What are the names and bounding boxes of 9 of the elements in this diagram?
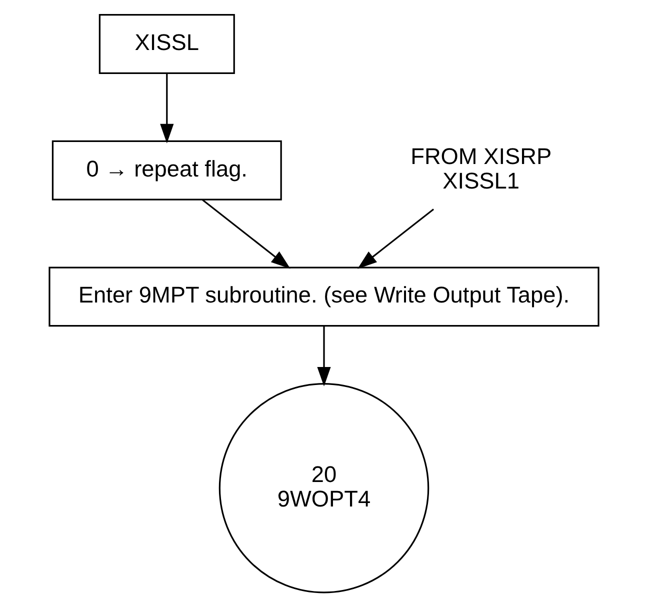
arrow bbox=[358, 208, 434, 269]
node-text: FROM XISRP XISSL1 bbox=[410, 143, 552, 194]
node-box: Enter 9MPT subroutine. (see Write Output Tape). bbox=[48, 266, 600, 327]
node-circle: 20 9WOPT4 bbox=[218, 383, 430, 594]
node-box: XISSL bbox=[98, 14, 235, 74]
arrow bbox=[202, 199, 290, 269]
node-box: 0 → repeat flag. bbox=[52, 140, 282, 200]
arrow bbox=[160, 74, 174, 144]
arrow bbox=[317, 326, 331, 386]
